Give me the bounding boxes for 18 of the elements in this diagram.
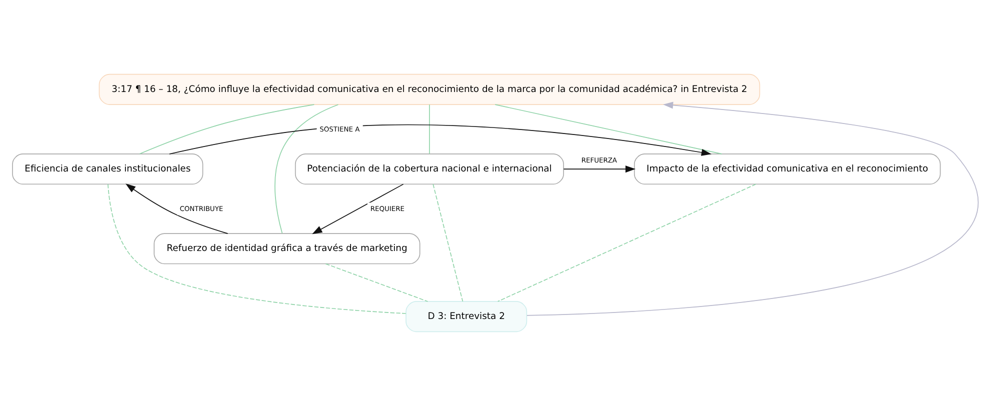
connector (325, 262, 428, 302)
connector (432, 183, 464, 302)
connector (497, 183, 756, 302)
connector (494, 104, 722, 154)
connector (429, 104, 430, 154)
connector (139, 104, 315, 154)
arrow (563, 165, 636, 172)
node-box: 3:17 ¶ 16 – 18, ¿Cómo influye la efectividad comunicativa en el reconocimiento de la marca por la comunidad académica? in Entrevista 2 (98, 73, 760, 104)
arrow (312, 183, 404, 234)
arrow (169, 124, 712, 156)
arrow (526, 101, 978, 316)
node-box: D 3: Entrevista 2 (406, 300, 528, 332)
node-box: Potenciación de la cobertura nacional e internacional (294, 153, 564, 184)
arrow (126, 183, 228, 234)
connector (274, 104, 339, 234)
node-box: Impacto de la efectividad comunicativa en el reconocimiento (634, 153, 941, 184)
node-box: Eficiencia de canales institucionales (12, 153, 204, 184)
node-box: Refuerzo de identidad gráfica a través de marketing (154, 232, 420, 264)
